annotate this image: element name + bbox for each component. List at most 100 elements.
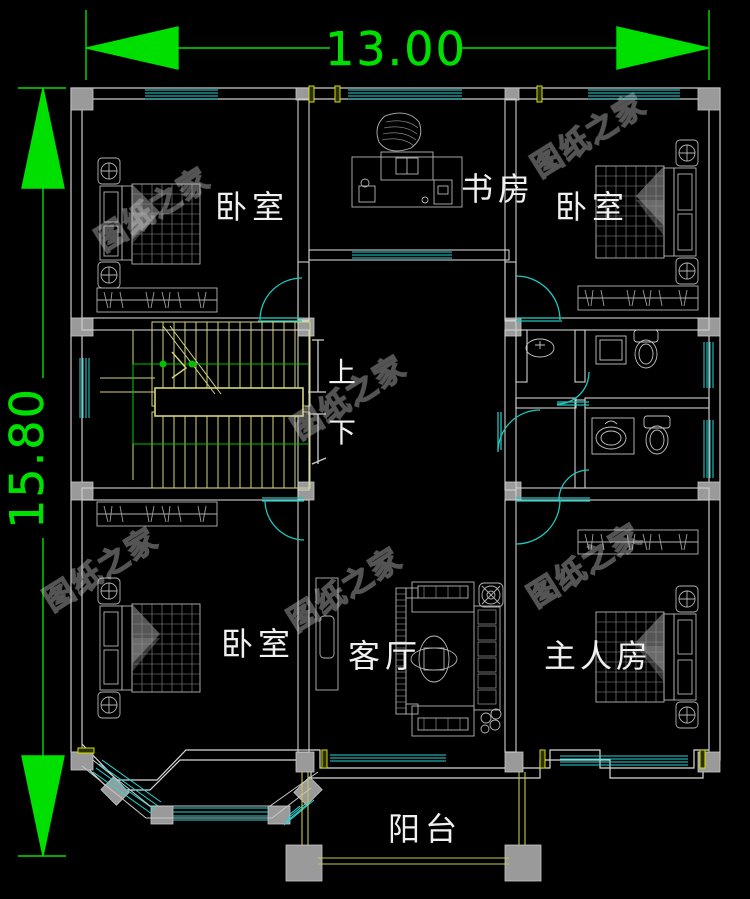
column-s-left	[295, 751, 315, 773]
nightstand-a	[97, 157, 121, 185]
furniture-desk-study	[351, 112, 463, 208]
washbasin-upper	[525, 338, 555, 358]
window-living-balcony	[330, 754, 446, 762]
window-e-bath-lower	[703, 420, 714, 478]
tv-cabinet	[395, 587, 419, 715]
mullion-n-b	[334, 85, 341, 103]
furniture-wardrobe-bottom-left	[96, 501, 218, 527]
mullion-n-c	[536, 85, 543, 103]
wall-bath-mid-h	[515, 397, 577, 409]
wall-corridor-left	[297, 261, 310, 321]
wall-h-left-upper	[81, 317, 299, 331]
toilet-tank-lower	[643, 415, 671, 429]
dimension-top-value: 13.00	[325, 22, 467, 76]
sofa-bottom	[411, 705, 475, 737]
column-n-right	[504, 87, 520, 101]
window-e-bath-upper	[703, 342, 714, 388]
room-label-study: 书房	[461, 170, 535, 208]
stair-guide-lines	[132, 360, 308, 445]
window-study-south	[352, 251, 452, 259]
mullion-n-a	[308, 85, 315, 103]
dim-arrow-down	[21, 755, 65, 857]
wall-h-right-upper	[515, 317, 710, 331]
bay-window-bottom-left	[81, 759, 319, 826]
wall-bath-mid-h2	[584, 397, 710, 409]
dimension-left-value: 15.80	[0, 387, 54, 529]
staircase	[100, 321, 311, 489]
washbasin-lower	[595, 426, 627, 450]
room-label-balcony: 阳台	[388, 810, 462, 848]
furniture-bed-top-left	[97, 157, 201, 289]
door-master-bedroom	[515, 497, 562, 545]
column-inner-left-bottom	[297, 481, 315, 501]
toilet-bowl-upper	[634, 339, 658, 369]
furniture-wardrobe-top-left	[96, 287, 218, 313]
furniture-bed-top-right	[595, 139, 699, 285]
doors	[258, 275, 590, 545]
plant-pot	[480, 708, 502, 734]
dimension-top	[85, 10, 710, 80]
nightstand-d	[675, 257, 699, 285]
desk-top	[351, 156, 463, 208]
dim-arrow-right	[616, 26, 710, 70]
fixtures-bath-lower	[591, 415, 671, 455]
dimension-left	[16, 87, 72, 857]
basin-counter-lower	[591, 417, 635, 455]
room-label-bedroom-bottom-left: 卧室	[221, 625, 295, 663]
bay-corner-d	[267, 805, 291, 825]
mullion-w-a	[77, 747, 95, 754]
bay-corner-c	[150, 805, 174, 825]
wall-v-left-upper	[297, 98, 310, 322]
dim-arrow-up	[21, 87, 65, 189]
column-n-left	[295, 87, 311, 101]
wall-v-left-lower	[297, 499, 310, 753]
window-master-south	[560, 755, 688, 766]
mullion-s-a	[321, 749, 328, 769]
wall-v-right-mid	[504, 329, 517, 491]
wall-v-right-lower	[504, 499, 517, 753]
sofa-side	[473, 605, 501, 711]
column-inner-right-top	[504, 317, 522, 337]
furniture-wardrobe-top-right	[577, 285, 699, 311]
room-label-master-bedroom: 主人房	[544, 637, 652, 675]
window-n-1	[145, 89, 218, 100]
balcony-railing	[301, 772, 526, 865]
column-nw	[70, 87, 94, 111]
wall-h-right-lower	[515, 487, 710, 501]
stair-break-arrow	[171, 351, 188, 379]
up-tick	[308, 339, 326, 393]
column-ne	[697, 87, 721, 111]
furniture-bed-bottom-left	[97, 577, 201, 719]
interior-walls	[81, 98, 710, 753]
wall-v-right-upper	[504, 98, 517, 322]
wall-bath-upper-left	[515, 329, 528, 383]
sofa-top	[411, 581, 475, 613]
side-table-top	[478, 582, 504, 608]
room-label-living-room: 客厅	[348, 637, 422, 675]
column-s-right	[504, 751, 524, 773]
nightstand-c	[675, 139, 699, 167]
dim-arrow-left	[85, 26, 179, 70]
stair-direction-marks	[308, 339, 327, 465]
column-inner-right-bottom	[504, 481, 522, 501]
window-n-2	[348, 89, 462, 100]
chair-study	[376, 112, 422, 152]
door-bath-upper	[556, 371, 590, 406]
window-n-3	[588, 89, 680, 100]
room-label-bedroom-top-right: 卧室	[555, 188, 629, 226]
wall-bath-divider-bottom	[574, 399, 586, 489]
window-mullions	[77, 85, 706, 769]
wall-corridor-right	[504, 261, 517, 321]
window-w-stair	[79, 358, 90, 418]
mullion-s-b	[539, 749, 546, 769]
toilet-bowl-lower	[645, 425, 669, 455]
living-room-niche	[315, 577, 339, 691]
door-bedroom-bottom-left	[262, 497, 305, 541]
bay-corner-a	[70, 751, 94, 771]
stair-landing	[154, 387, 304, 417]
toilet-tank-upper	[633, 329, 659, 343]
wall-study-south	[308, 249, 510, 261]
door-bedroom-top-right	[515, 275, 562, 322]
